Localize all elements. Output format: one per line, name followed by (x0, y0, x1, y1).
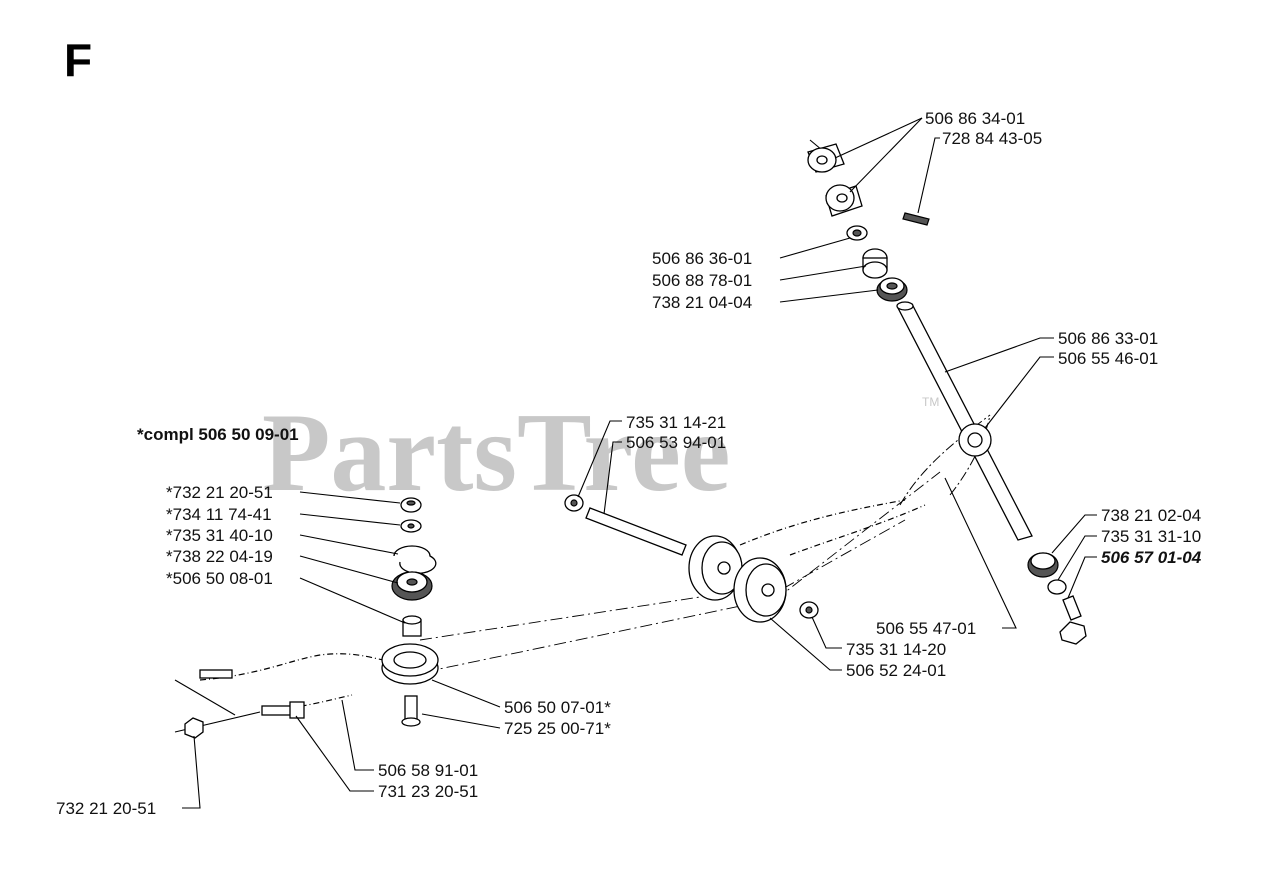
left-nut-top (400, 497, 422, 513)
part-label-735-31-31-10: 735 31 31-10 (1101, 527, 1201, 546)
part-label-725-25-00-71: 725 25 00-71* (504, 719, 611, 738)
snap-ring (393, 545, 437, 575)
part-label-506-52-24-01: 506 52 24-01 (846, 661, 946, 680)
part-label-506-86-33-01: 506 86 33-01 (1058, 329, 1158, 348)
left-bearing (391, 571, 433, 601)
idler-pulley (381, 643, 439, 685)
pulley-bolt (401, 695, 421, 727)
cable-end-upper (199, 669, 233, 679)
part-label-506-55-47-01: 506 55 47-01 (876, 619, 976, 638)
watermark-text: PartsTree (262, 391, 731, 515)
part-label-506-50-07-01: 506 50 07-01* (504, 698, 611, 717)
upper-collars (807, 139, 863, 217)
lower-bolt-right (1059, 595, 1087, 645)
section-letter: F (64, 34, 92, 86)
set-screw (902, 212, 930, 226)
double-pulley (688, 535, 787, 623)
part-label-735-31-40-10: *735 31 40-10 (166, 526, 273, 545)
part-label-732-21-20-51-kit: *732 21 20-51 (166, 483, 273, 502)
part-label-506-58-91-01: 506 58 91-01 (378, 761, 478, 780)
part-label-506-88-78-01: 506 88 78-01 (652, 271, 752, 290)
sprocket (958, 423, 992, 457)
upper-bushing (862, 248, 888, 279)
center-nut (799, 601, 819, 619)
part-label-731-23-20-51: 731 23 20-51 (378, 782, 478, 801)
lower-bearing-right (1027, 552, 1059, 578)
part-label-734-11-74-41: *734 11 74-41 (166, 505, 272, 524)
kit-label: *compl 506 50 09-01 (137, 425, 299, 444)
cable-end-nut (184, 717, 204, 739)
part-labels: *compl 506 50 09-01 506 86 34-01 728 84 … (56, 109, 1202, 818)
part-label-735-31-14-20: 735 31 14-20 (846, 640, 946, 659)
cable-adjuster (261, 701, 305, 719)
small-spacer (564, 494, 584, 512)
watermark-trademark: TM (922, 395, 939, 409)
part-label-732-21-20-51: 732 21 20-51 (56, 799, 156, 818)
part-label-738-21-04-04: 738 21 04-04 (652, 293, 752, 312)
left-washer (400, 519, 422, 533)
lower-washer-right (1047, 579, 1067, 595)
part-label-738-21-02-04: 738 21 02-04 (1101, 506, 1201, 525)
part-label-506-86-36-01: 506 86 36-01 (652, 249, 752, 268)
pivot-pin (585, 507, 687, 556)
part-label-506-50-08-01: *506 50 08-01 (166, 569, 273, 588)
left-spacer (402, 615, 422, 637)
part-label-728-84-43-05: 728 84 43-05 (942, 129, 1042, 148)
leader-lines (182, 117, 1097, 809)
part-label-738-22-04-19: *738 22 04-19 (166, 547, 273, 566)
part-label-735-31-14-21: 735 31 14-21 (626, 413, 726, 432)
part-label-506-57-01-04: 506 57 01-04 (1101, 548, 1202, 567)
main-shaft (896, 301, 1033, 541)
part-label-506-86-34-01: 506 86 34-01 (925, 109, 1025, 128)
upper-bearing (876, 277, 908, 302)
part-label-506-53-94-01: 506 53 94-01 (626, 433, 726, 452)
upper-washer (846, 225, 868, 241)
part-label-506-55-46-01: 506 55 46-01 (1058, 349, 1158, 368)
